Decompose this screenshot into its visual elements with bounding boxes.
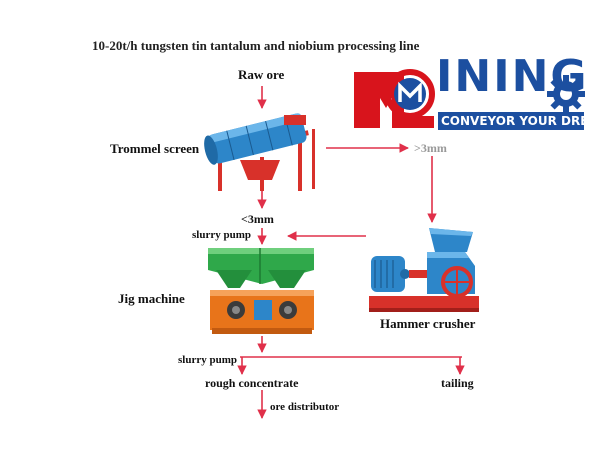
jig-machine-icon	[208, 248, 314, 334]
label-slurry-pump-1: slurry pump	[192, 229, 251, 241]
diagram-title: 10-20t/h tungsten tin tantalum and niobi…	[92, 38, 420, 53]
label-lt3mm: <3mm	[241, 212, 274, 226]
label-rough-concentrate: rough concentrate	[205, 376, 299, 390]
label-gt3mm: >3mm	[414, 141, 447, 155]
label-hammer-crusher: Hammer crusher	[380, 316, 476, 331]
hammer-crusher-icon	[369, 228, 479, 312]
label-ore-distributor: ore distributor	[270, 401, 340, 413]
label-tailing: tailing	[441, 376, 474, 390]
logo-slogan: CONVEYOR YOUR DREAM	[441, 114, 600, 128]
trommel-screen-icon	[204, 113, 315, 191]
label-raw-ore: Raw ore	[238, 67, 285, 82]
label-trommel-screen: Trommel screen	[110, 141, 200, 156]
label-slurry-pump-2: slurry pump	[178, 354, 237, 366]
label-jig-machine: Jig machine	[118, 291, 185, 306]
logo-word: INING	[436, 51, 589, 102]
mining-logo-icon	[354, 69, 585, 130]
